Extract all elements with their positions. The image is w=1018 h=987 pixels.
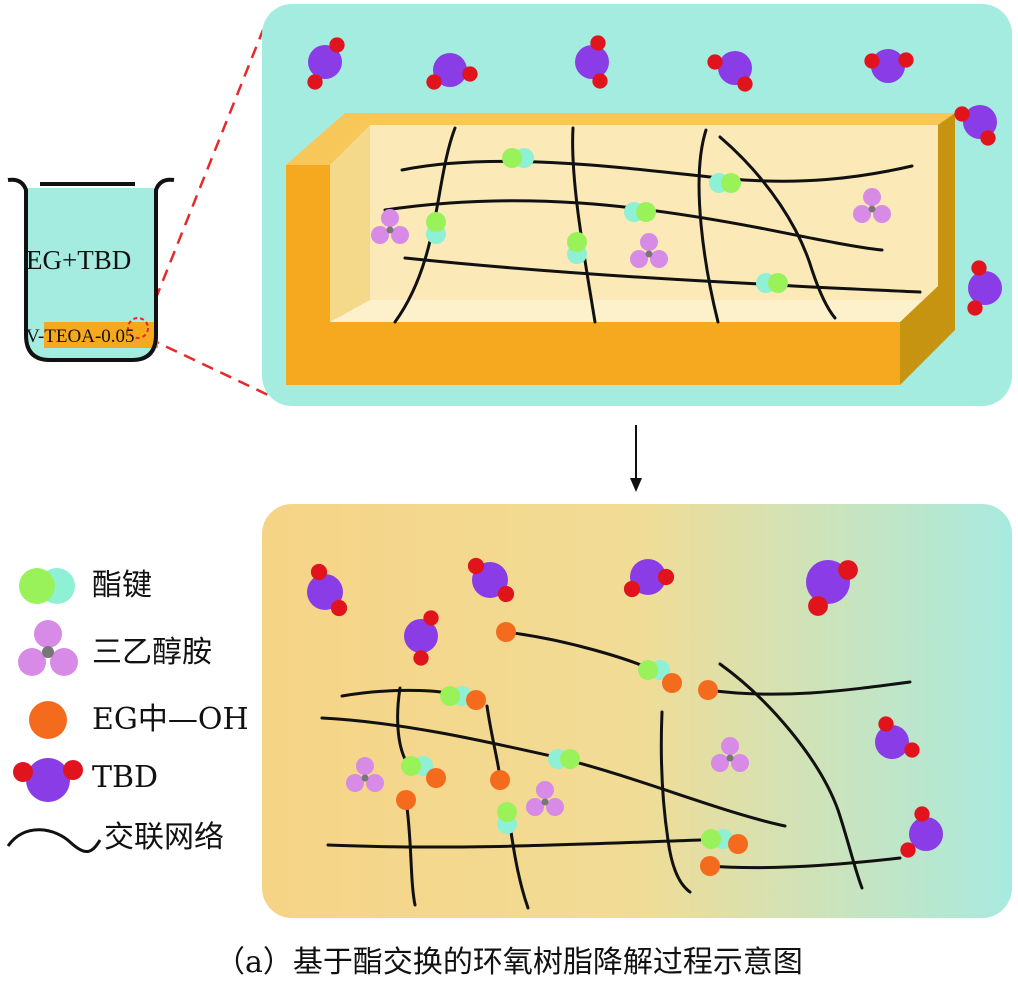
legend-label-ester: 酯键 [92, 568, 152, 603]
figure-caption: （a）基于酯交换的环氧树脂降解过程示意图 [215, 945, 803, 980]
eg-hydroxyl-icon [496, 622, 516, 642]
beaker-solution [26, 188, 156, 360]
crosslink-network-icon [6, 828, 102, 853]
tbd-molecule-icon [404, 610, 439, 666]
ester-bond-icon [756, 273, 788, 293]
legend-label-eg-oh: EG中—OH [92, 702, 249, 737]
ester-bond-icon [497, 802, 517, 834]
ester-bond-icon [502, 148, 534, 168]
eg-hydroxyl-icon [728, 834, 748, 854]
tbd-molecule-icon [623, 559, 675, 598]
ester-bond-icon [624, 202, 656, 222]
tbd-molecule-icon [707, 51, 753, 92]
legend-label-teoa: 三乙醇胺 [92, 635, 212, 670]
ester-bond-icon [709, 173, 741, 193]
tbd-molecule-icon [967, 260, 1002, 316]
triethanolamine-icon [711, 737, 749, 772]
ester-bond-icon [401, 756, 433, 776]
beaker-solution-label: EG+TBD [26, 245, 132, 275]
tbd-molecule-icon [806, 560, 858, 616]
triethanolamine-icon [371, 209, 409, 244]
triethanolamine-icon [18, 620, 78, 676]
triethanolamine-icon [630, 233, 668, 268]
ester-bond-icon [426, 212, 446, 244]
resin-side-face [900, 270, 955, 385]
beaker-outline [7, 177, 175, 362]
triethanolamine-icon [526, 781, 564, 816]
ester-bond-icon [548, 749, 580, 769]
tbd-molecule-icon [307, 37, 345, 90]
beaker [7, 177, 175, 362]
tbd-molecule-icon [575, 35, 609, 89]
eg-hydroxyl-icon [662, 673, 682, 693]
eg-hydroxyl-icon [426, 768, 446, 788]
eg-hydroxyl-icon [466, 690, 486, 710]
resin-front-face [286, 165, 900, 385]
triethanolamine-icon [346, 757, 384, 792]
top-network [383, 126, 922, 324]
eg-hydroxyl-icon [29, 701, 67, 739]
tbd-molecule-icon [954, 105, 997, 146]
resin-inner-face [370, 125, 938, 315]
eg-hydroxyl-icon [700, 856, 720, 876]
ester-bond-icon [701, 829, 733, 849]
legend-icons [6, 568, 102, 853]
eg-hydroxyl-icon [698, 680, 718, 700]
triethanolamine-icon [853, 188, 891, 223]
eg-hydroxyl-icon [490, 770, 510, 790]
tbd-molecule-icon [13, 758, 83, 802]
zoom-lines [146, 29, 286, 405]
molecules [307, 35, 1002, 876]
tbd-molecule-icon [900, 806, 943, 858]
process-arrow [630, 425, 642, 492]
tbd-molecule-icon [426, 53, 478, 90]
legend-label-network: 交联网络 [104, 820, 224, 855]
zoom-circle [127, 317, 149, 339]
ester-bond-icon [567, 232, 587, 264]
ester-bond-icon [638, 660, 670, 680]
legend-label-tbd: TBD [92, 760, 159, 795]
tbd-molecule-icon [307, 563, 348, 617]
tbd-molecule-icon [467, 557, 515, 603]
tbd-molecule-icon [875, 716, 920, 759]
tbd-molecule-icon [864, 49, 914, 83]
beaker-sample [44, 322, 158, 348]
beaker-sample-label: V-TEOA-0.05 [26, 326, 135, 347]
eg-hydroxyl-icon [396, 790, 416, 810]
ester-bond-icon [19, 568, 75, 604]
